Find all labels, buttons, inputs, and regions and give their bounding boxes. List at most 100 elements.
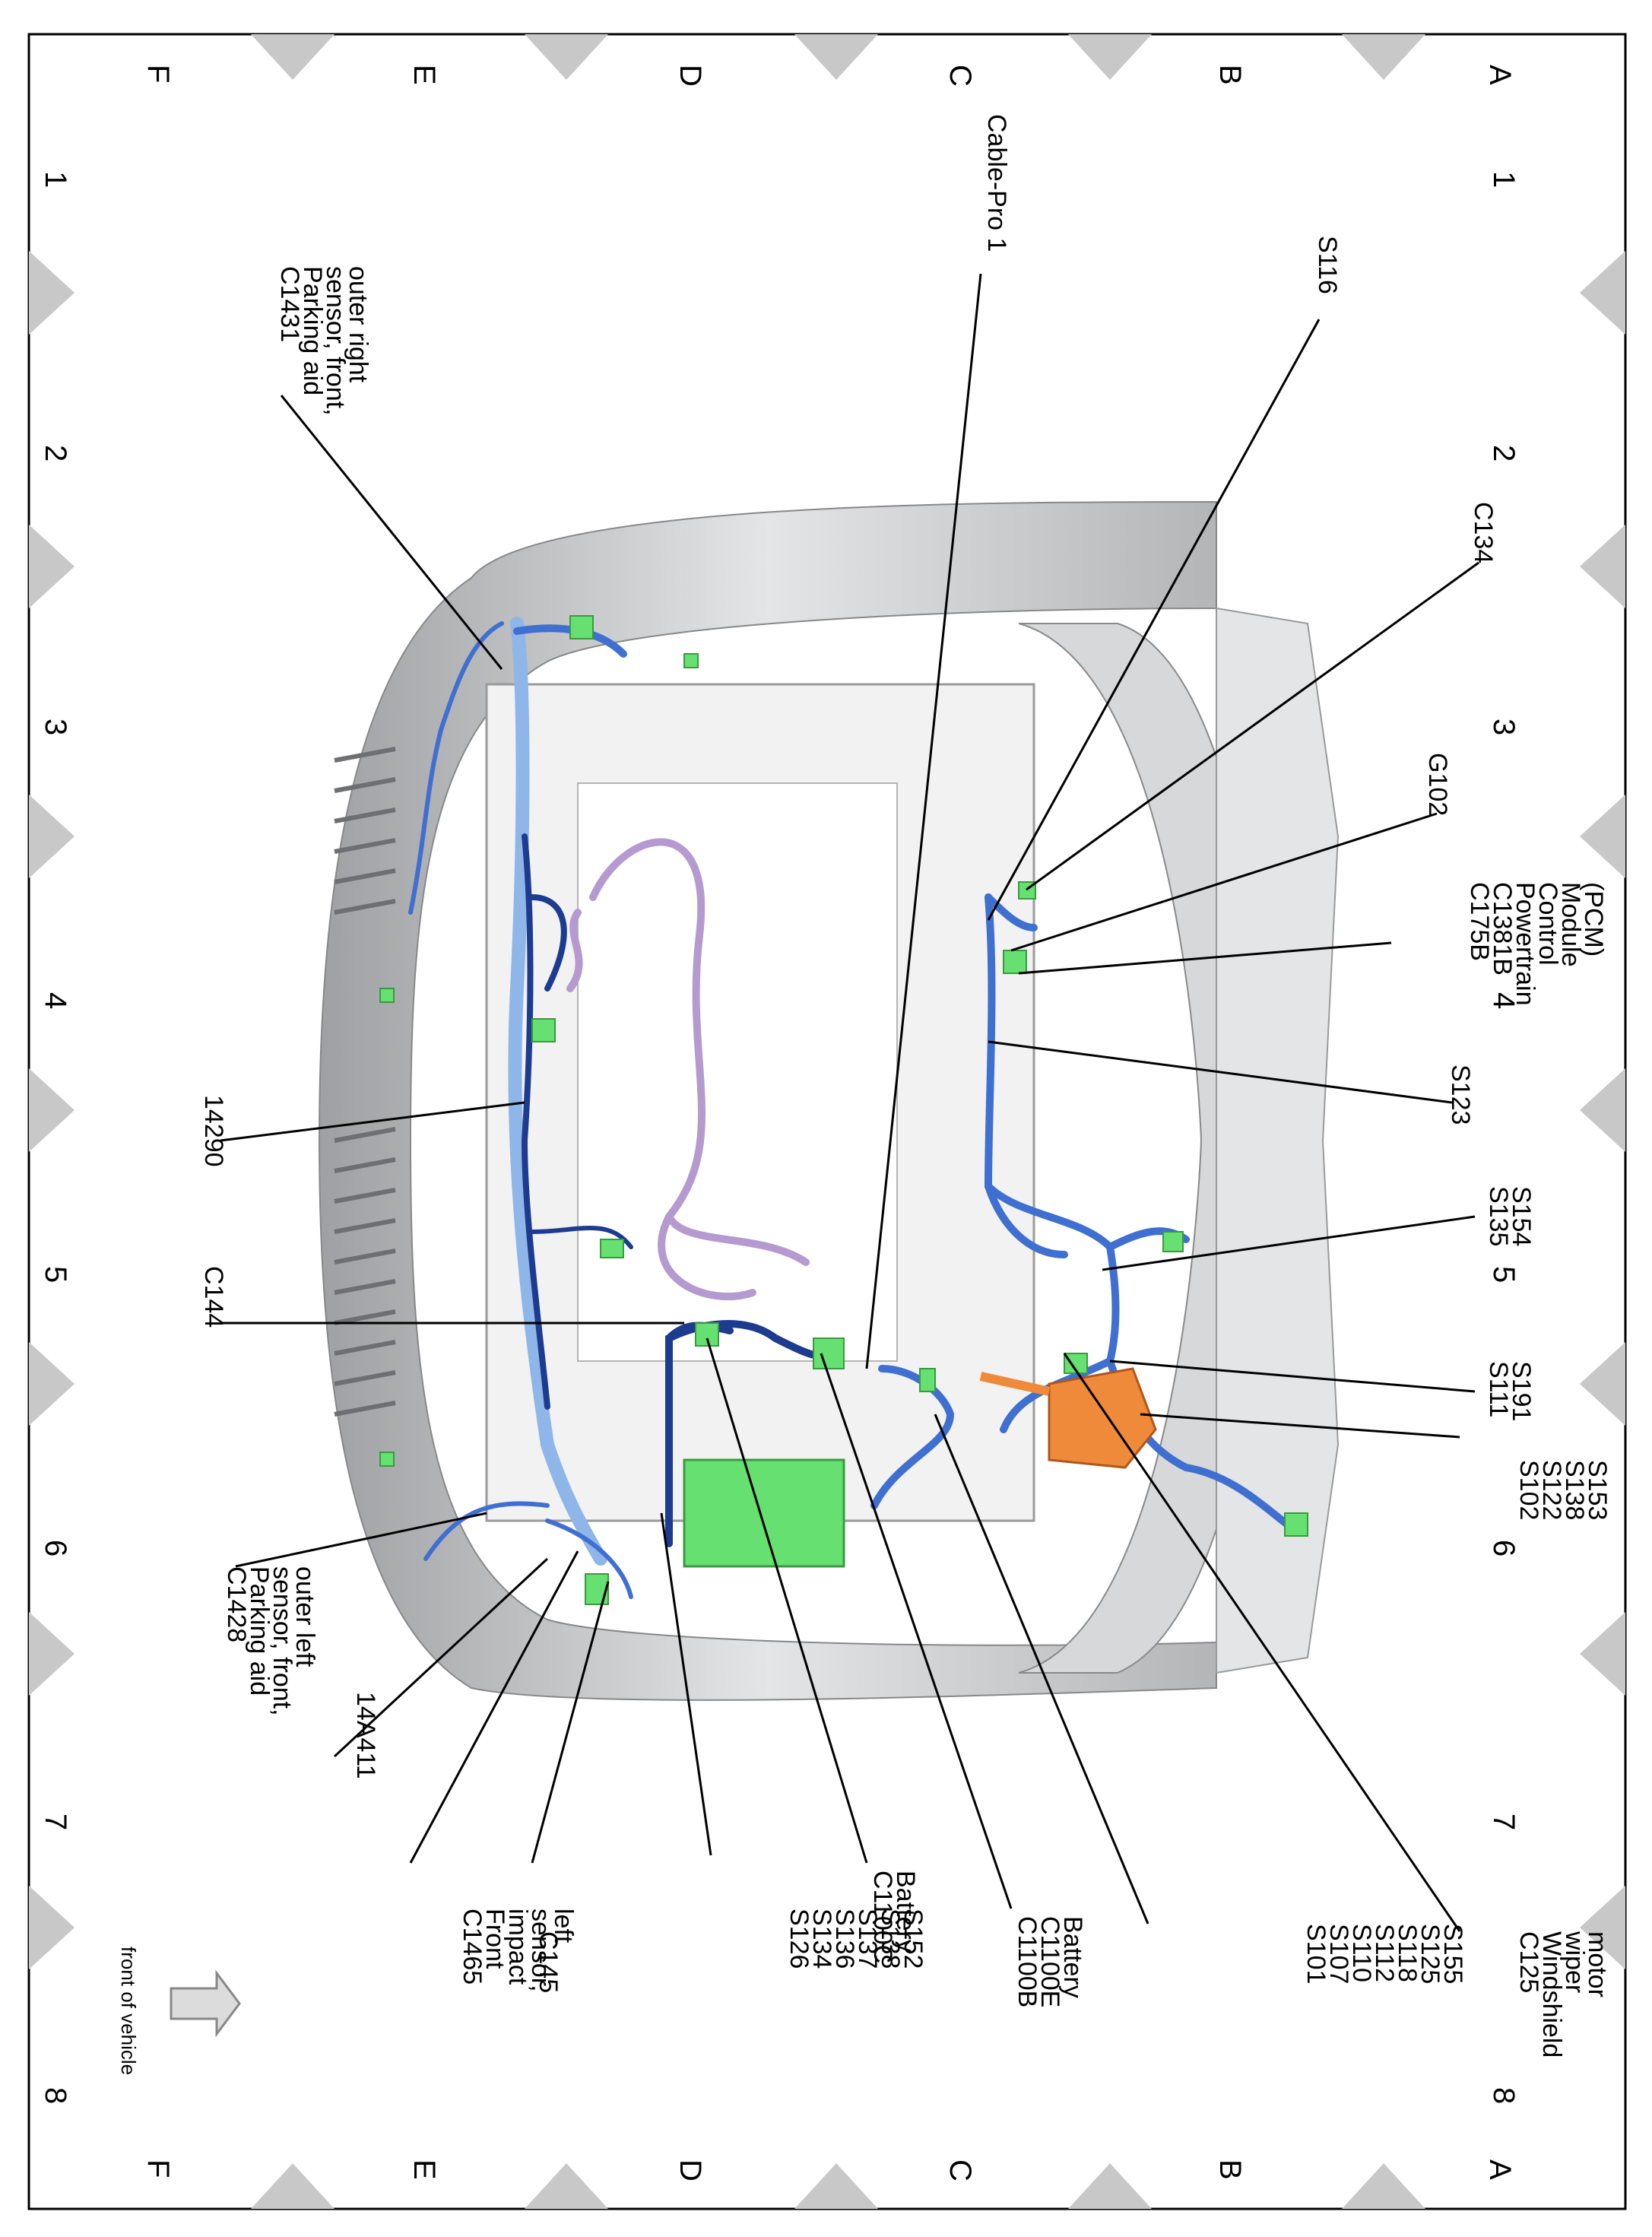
- label-s101: S101 S107 S110 S112 S118 S125 S155: [1302, 1924, 1467, 1984]
- label-c1465-line4: sensor,: [526, 1909, 555, 1992]
- connector: [813, 1337, 845, 1369]
- connector: [919, 1368, 936, 1392]
- label-c1465-line3: impact: [503, 1909, 532, 1985]
- connector: [683, 653, 699, 668]
- grid-col-6-right: 6: [1487, 1540, 1520, 1556]
- label-c1431: C1431 Parking aid sensor, front, outer r…: [275, 266, 373, 416]
- label-c1428-line3: sensor, front,: [268, 1566, 296, 1716]
- label-c125-line2: Windshield: [1537, 1931, 1566, 2058]
- grid-col-1-left: 1: [39, 171, 72, 188]
- label-s101-line5: S118: [1393, 1924, 1422, 1982]
- bumper-grille: [334, 747, 396, 1417]
- label-s123: S123: [1446, 1065, 1475, 1125]
- label-c1465-line1: C1465: [458, 1909, 487, 1985]
- grid-col-6-left: 6: [39, 1540, 72, 1556]
- grid-col-1-right: 1: [1487, 171, 1520, 188]
- label-c1428-line4: outer left: [290, 1566, 319, 1667]
- label-c1428: C1428 Parking aid sensor, front, outer l…: [222, 1566, 319, 1716]
- grid-row-f-top: F: [141, 65, 175, 83]
- fuse-box: [683, 1458, 845, 1568]
- label-s126-line3: S136: [830, 1909, 859, 1969]
- label-c1100b: C1100B C1100E Battery: [1013, 1916, 1087, 2007]
- label-s126-line2: S134: [807, 1909, 836, 1969]
- label-c1431-line4: outer right: [344, 266, 373, 383]
- label-s135-line1: S135: [1484, 1186, 1513, 1246]
- connector: [379, 988, 395, 1003]
- grid-col-4-right: 4: [1487, 992, 1520, 1009]
- connector: [695, 1322, 719, 1347]
- connector: [569, 615, 594, 639]
- label-pcm-line2: C1381B: [1488, 882, 1517, 976]
- label-pcm-line6: (PCM): [1579, 882, 1608, 957]
- label-c1100c: C1100C Battery: [868, 1871, 920, 1963]
- label-s101-line7: S155: [1438, 1924, 1467, 1984]
- label-cable-pro: Cable-Pro 1: [982, 114, 1011, 252]
- label-s101-line4: S112: [1370, 1924, 1399, 1982]
- label-s135: S135 S154: [1484, 1186, 1536, 1246]
- label-c1100b-line3: Battery: [1058, 1916, 1087, 1998]
- label-s126-line6: S152: [899, 1909, 927, 1969]
- label-s111-line1: S111: [1484, 1361, 1513, 1417]
- label-c1465: C1465 Front impact sensor, left: [458, 1909, 578, 1992]
- wiper-linkage: [979, 1372, 1051, 1396]
- connector: [585, 1573, 609, 1605]
- label-pcm-line5: Module: [1556, 882, 1585, 967]
- label-pcm-line1: C175B: [1465, 882, 1494, 961]
- label-s126-line1: S126: [785, 1909, 813, 1969]
- front-arrow-icon: [170, 1969, 241, 2038]
- grid-col-7-left: 7: [39, 1813, 72, 1830]
- grid-row-d-top: D: [674, 65, 707, 87]
- connector: [600, 1239, 624, 1258]
- label-c125-line1: C125: [1514, 1931, 1543, 1993]
- label-c1428-line2: Parking aid: [245, 1566, 274, 1696]
- label-c1100c-line1: C1100C: [868, 1871, 897, 1963]
- label-s135-line2: S154: [1507, 1186, 1536, 1246]
- grid-row-e-top: E: [407, 65, 441, 85]
- grid-row-b-bottom: B: [1213, 2159, 1247, 2180]
- label-14290: 14290: [199, 1095, 228, 1167]
- label-c1465-line2: Front: [480, 1909, 509, 1969]
- connector: [1162, 1231, 1184, 1252]
- grid-col-2-right: 2: [1487, 445, 1520, 462]
- grid-col-5-right: 5: [1487, 1266, 1520, 1283]
- front-bumper: [318, 500, 1217, 1701]
- label-c1428-line1: C1428: [222, 1566, 251, 1642]
- label-pcm-line4: Control: [1533, 882, 1562, 966]
- grid-row-f-bottom: F: [141, 2159, 175, 2178]
- label-c1431-line1: C1431: [275, 266, 304, 342]
- label-pcm-line3: Powertrain: [1511, 882, 1539, 1006]
- label-g102: G102: [1423, 753, 1452, 816]
- label-s116: S116: [1313, 236, 1342, 294]
- grid-col-2-left: 2: [39, 445, 72, 462]
- label-c1100b-line2: C1100E: [1035, 1916, 1064, 2007]
- grid-col-8-right: 8: [1487, 2087, 1520, 2104]
- grid-row-b-top: B: [1213, 65, 1247, 85]
- label-14a411: 14A411: [351, 1692, 380, 1779]
- connector: [531, 1018, 556, 1042]
- connector: [379, 1452, 395, 1467]
- grid-markers: [29, 34, 1625, 2209]
- label-s101-line6: S125: [1416, 1924, 1444, 1984]
- connector: [1003, 950, 1027, 974]
- label-s101-line2: S107: [1324, 1924, 1353, 1984]
- grid-col-7-right: 7: [1487, 1813, 1520, 1830]
- label-s102-line4: S153: [1583, 1460, 1612, 1520]
- label-c125: C125 Windshield wiper motor: [1514, 1931, 1612, 2058]
- grid-row-c-top: C: [943, 65, 977, 87]
- grid-col-labels-left: 1 2 3 4 5 6 7 8: [39, 171, 72, 2104]
- label-s111-line2: S191: [1507, 1361, 1536, 1421]
- label-s126: S126 S134 S136 S137 S138 S152: [785, 1909, 927, 1969]
- engine-bay-opening: [577, 782, 898, 1362]
- label-c134: C134: [1469, 502, 1498, 563]
- label-c1100c-line2: Battery: [891, 1871, 920, 1953]
- label-s102-line1: S102: [1514, 1460, 1543, 1520]
- label-s111: S111 S191: [1484, 1361, 1536, 1421]
- label-c125-line4: motor: [1583, 1931, 1612, 1997]
- label-s126-line4: S137: [853, 1909, 882, 1969]
- grid-col-5-left: 5: [39, 1266, 72, 1283]
- grid-row-a-bottom: A: [1483, 2159, 1517, 2180]
- label-pcm: C175B C1381B Powertrain Control Module (…: [1465, 882, 1608, 1006]
- label-c1100b-line1: C1100B: [1013, 1916, 1042, 2007]
- callouts: Cable-Pro 1 S116 C134 G102 C175B C1381B …: [199, 114, 1612, 2058]
- label-c1431-line2: Parking aid: [298, 266, 327, 395]
